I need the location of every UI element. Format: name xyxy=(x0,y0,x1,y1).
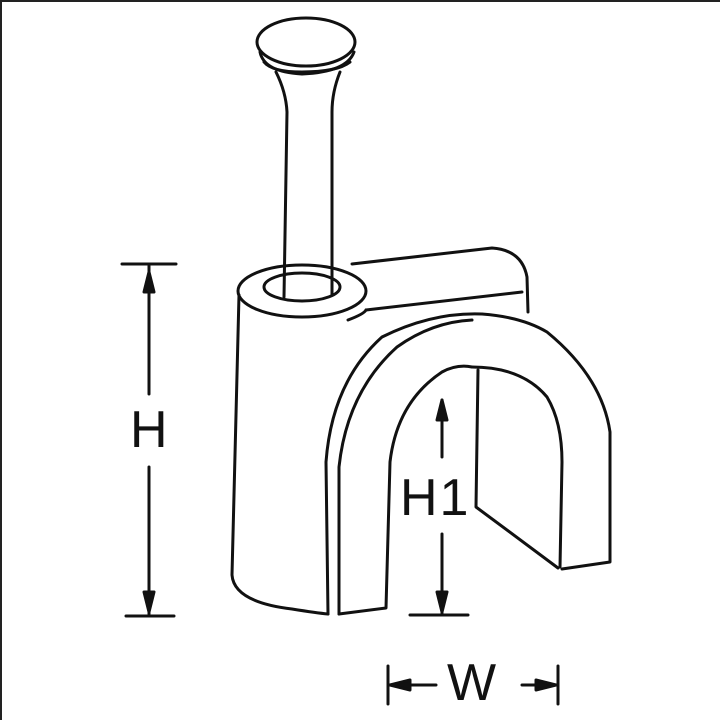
inner-height-label: H1 xyxy=(400,469,471,527)
height-label: H xyxy=(130,401,168,459)
clip-bridge xyxy=(346,246,530,322)
width-label: W xyxy=(447,654,497,712)
nail-holder xyxy=(230,263,368,616)
nail-shank xyxy=(274,70,342,299)
clip-arch xyxy=(324,312,612,616)
dimension-h1 xyxy=(408,398,470,617)
nail-head xyxy=(255,16,357,76)
dimension-w xyxy=(386,664,560,706)
dimension-h xyxy=(120,262,178,618)
